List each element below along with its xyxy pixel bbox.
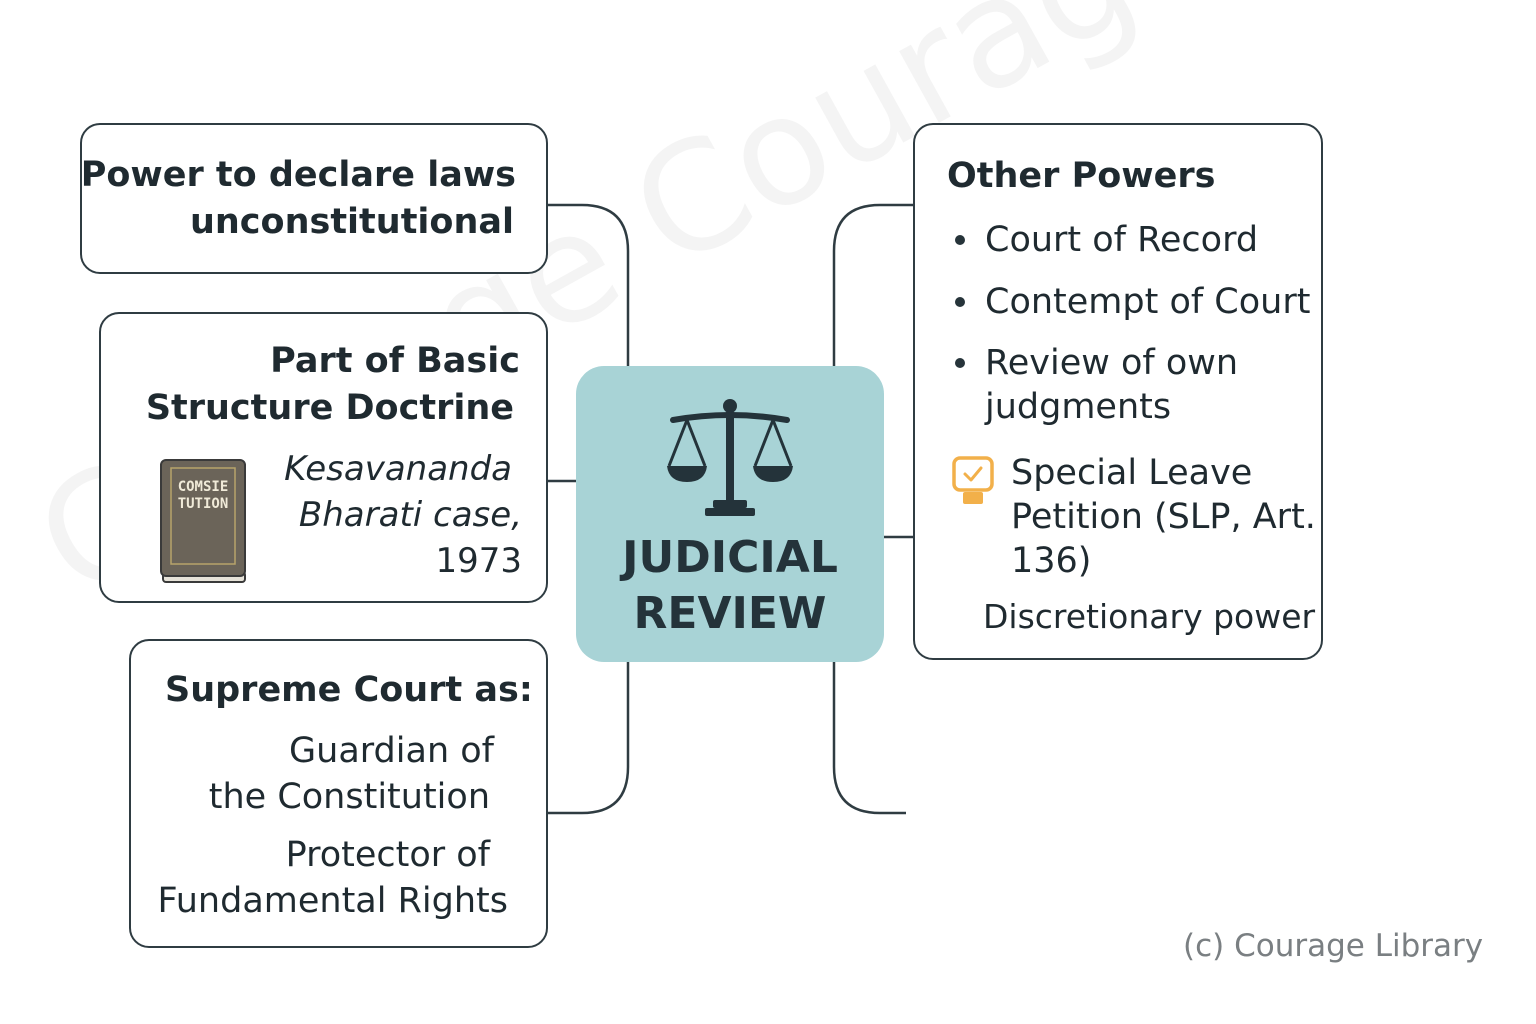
bullet [955, 297, 965, 307]
other-item-contempt: Contempt of Court [985, 282, 1311, 322]
supreme-title: Supreme Court as: [165, 670, 533, 710]
other-item-court-of-record: Court of Record [985, 220, 1259, 260]
box-supreme-court: Supreme Court as: Guardian of the Consti… [129, 639, 548, 948]
scales-of-justice-icon [667, 399, 793, 516]
petition-check-icon [952, 456, 994, 504]
book-text-line2: TUTION [178, 496, 229, 512]
constitution-book-icon: COMSIE TUTION [160, 459, 246, 583]
box-basic-structure: Part of Basic Structure Doctrine Kesavan… [99, 312, 548, 603]
discretionary-power: Discretionary power [983, 597, 1316, 636]
basic-line2: Structure Doctrine [145, 388, 514, 428]
slp-line3: 136) [1011, 541, 1092, 581]
bullet [955, 235, 965, 245]
supreme-line1: Guardian of [289, 731, 494, 771]
slp-line1: Special Leave [1011, 453, 1253, 493]
judicial-review-center: JUDICIAL REVIEW [576, 366, 884, 662]
book-text-line1: COMSIE [178, 479, 229, 495]
bullet [955, 358, 965, 368]
case-name-line1: Kesavananda [284, 449, 512, 489]
slp-line2: Petition (SLP, Art. [1011, 497, 1316, 537]
connector-power [548, 203, 630, 366]
supreme-line2: the Constitution [208, 777, 490, 817]
other-item-review: Review of own [985, 343, 1239, 383]
connector-bottom-right [832, 662, 906, 815]
power-line2: unconstitutional [189, 202, 514, 242]
center-title-line2: REVIEW [633, 588, 827, 639]
case-name-line2: Bharati case, [298, 495, 522, 535]
supreme-line4: Fundamental Rights [157, 881, 508, 921]
case-year: 1973 [435, 541, 522, 581]
supreme-line3: Protector of [285, 835, 490, 875]
other-title: Other Powers [947, 156, 1216, 196]
connector-supreme [548, 662, 630, 815]
basic-line1: Part of Basic [270, 341, 520, 381]
other-item-judgments: judgments [985, 387, 1172, 427]
center-title-line1: JUDICIAL [622, 532, 838, 583]
box-power-to-declare: Power to declare laws unconstitutional [80, 123, 548, 274]
power-line1: Power to declare laws [80, 155, 516, 195]
connector-other-top [832, 203, 913, 366]
box-other-powers: Other Powers Court of Record Contempt of… [913, 123, 1323, 660]
credit-text: (c) Courage Library [1183, 928, 1484, 964]
